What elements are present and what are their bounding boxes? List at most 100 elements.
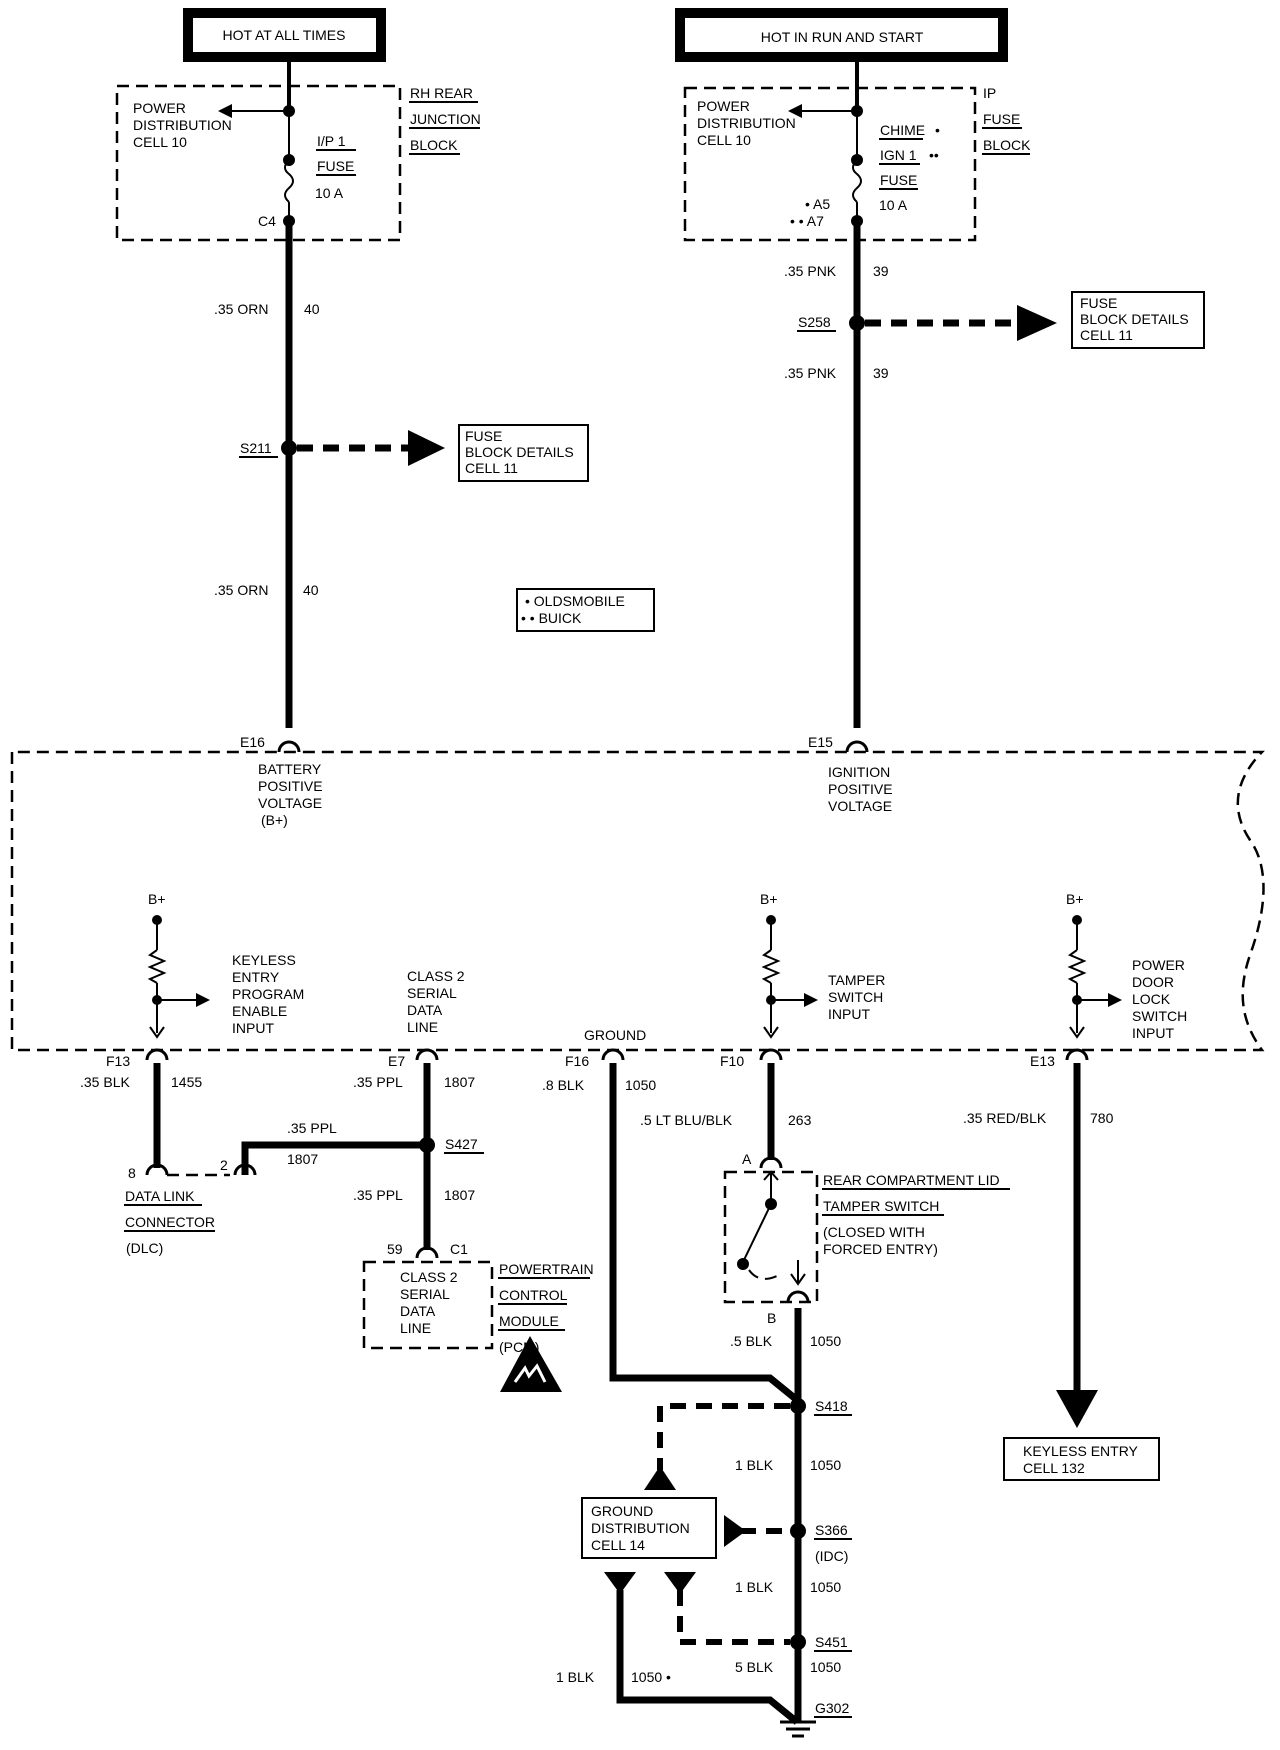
right-term-a7: • • A7 [790,213,824,229]
wire-1050-s451-circuit: 1050 [810,1659,841,1675]
e15-label-3: VOLTAGE [828,798,892,814]
ref-keyless-1: KEYLESS ENTRY [1023,1443,1139,1459]
right-fuse-label: FUSE [880,172,917,188]
ref-fbd1-line1: FUSE [465,428,502,444]
dlc-pin2: 2 [220,1157,228,1173]
ref-keyless-2: CELL 132 [1023,1460,1085,1476]
wire-1050-f16: .8 BLK 1050 [542,1063,800,1403]
left-fuse-amp: 10 A [315,185,344,201]
keyless-label-2: ENTRY [232,969,280,985]
wire-263: .5 LT BLU/BLK 263 A [640,1063,812,1169]
splice-s418: S418 [815,1398,848,1414]
class2-label-1: CLASS 2 [407,968,465,984]
class2-label-4: LINE [407,1019,438,1035]
tamper-label-1: TAMPER [828,972,885,988]
right-power-dist-1: POWER [697,98,750,114]
connector-e16: E16 BATTERY POSITIVE VOLTAGE (B+) [240,734,323,828]
dlc-label-1: DATA LINK [125,1188,195,1204]
pcm-pin-c1: C1 [450,1241,468,1257]
wire-40-top-gauge: .35 ORN [214,301,268,317]
wire-1807-b-gauge: .35 PPL [287,1120,337,1136]
wire-39-bot-gauge: .35 PNK [784,365,837,381]
wire-1807: .35 PPL 1807 .35 PPL 1807 S427 .35 PPL 1… [241,1063,484,1250]
wire-1050-b-circuit: 1050 [810,1333,841,1349]
ref-ground-dist-1: GROUND [591,1503,653,1519]
dlc-pin8: 8 [128,1165,136,1181]
wire-780-circuit: 780 [1090,1110,1114,1126]
connector-e15-label: E15 [808,734,833,750]
e16-label-2: POSITIVE [258,778,323,794]
splice-g302: G302 [815,1700,849,1716]
tamper-pin-b: B [767,1310,776,1326]
ref-fbd2-line1: FUSE [1080,295,1117,311]
keyless-input-circuit: B+ KEYLESS ENTRY PROGRAM ENABLE INPUT [147,891,304,1039]
wire-40-top-circuit: 40 [304,301,320,317]
wire-39-top-gauge: .35 PNK [784,263,837,279]
left-fuse-block: POWER DISTRIBUTION CELL 10 I/P 1 FUSE 10… [115,62,481,242]
class2-label-module: CLASS 2 SERIAL DATA LINE GROUND [407,968,646,1043]
e15-label-1: IGNITION [828,764,890,780]
ground-dist-branches: 1 BLK 1050 • [556,1403,800,1725]
wire-263-circuit: 263 [788,1112,812,1128]
pdl-label-3: LOCK [1132,991,1171,1007]
tamper-pin-a: A [742,1151,752,1167]
wire-1807-c-circuit: 1807 [444,1187,475,1203]
ref-fuse-block-details-1: FUSE BLOCK DETAILS CELL 11 [458,424,589,482]
wire-1050-s366-gauge: 1 BLK [735,1579,774,1595]
wire-1050-s451-gauge: 5 BLK [735,1659,774,1675]
wire-39-bot-circuit: 39 [873,365,889,381]
splice-s211: S211 [240,440,272,456]
pdl-label-1: POWER [1132,957,1185,973]
right-fuse-ign: IGN 1 [880,147,917,163]
wire-263-gauge: .5 LT BLU/BLK [640,1112,733,1128]
wire-1050-f16-circuit: 1050 [625,1077,656,1093]
legend-box: • OLDSMOBILE • • BUICK [516,588,655,632]
wire-1455-circuit: 1455 [171,1074,202,1090]
tamper-switch-label-1: REAR COMPARTMENT LID [823,1172,1000,1188]
pcm-inner-1: CLASS 2 [400,1269,458,1285]
pcm-side-1: POWERTRAIN [499,1261,594,1277]
tamper-switch-label-4: FORCED ENTRY) [823,1241,938,1257]
splice-s366: S366 [815,1522,848,1538]
wire-780-gauge: .35 RED/BLK [963,1110,1047,1126]
esd-warning-icon [500,1336,562,1392]
wire-1807-a-circuit: 1807 [444,1074,475,1090]
ref-keyless-entry: KEYLESS ENTRY CELL 132 [1003,1437,1160,1481]
connector-f10: F10 [720,1053,744,1069]
left-side-1: RH REAR [410,85,473,101]
pcm-inner-3: DATA [400,1303,436,1319]
e16-label-1: BATTERY [258,761,322,777]
left-side-3: BLOCK [410,137,458,153]
pdl-label-4: SWITCH [1132,1008,1187,1024]
connector-f16: F16 [565,1053,589,1069]
wire-1455-gauge: .35 BLK [80,1074,130,1090]
left-power-dist-3: CELL 10 [133,134,187,150]
ref-fbd2-line2: BLOCK DETAILS [1080,311,1189,327]
right-term-a5: • A5 [805,196,830,212]
splice-s451: S451 [815,1634,848,1650]
left-power-dist-2: DISTRIBUTION [133,117,232,133]
connector-e15: E15 IGNITION POSITIVE VOLTAGE [808,734,893,814]
dlc-label-3: (DLC) [126,1240,163,1256]
header-hot-always-label: HOT AT ALL TIMES [223,27,346,43]
wire-1455: .35 BLK 1455 8 2 DATA LINK CONNECTOR (DL… [80,1063,257,1256]
left-fuse-terminal: C4 [258,213,276,229]
bottom-connectors: F13 E7 F16 F10 E13 [106,1048,1089,1069]
wire-1807-a-gauge: .35 PPL [353,1074,403,1090]
wire-1050-f16-gauge: .8 BLK [542,1077,585,1093]
wire-1050-left-circuit: 1050 • [631,1669,671,1685]
keyless-label-3: PROGRAM [232,986,304,1002]
wire-1050-left-gauge: 1 BLK [556,1669,595,1685]
e16-label-4: (B+) [261,812,288,828]
tamper-switch: B REAR COMPARTMENT LID TAMPER SWITCH (CL… [723,1170,1010,1326]
pcm-pin59: 59 [387,1241,403,1257]
module-outline [10,750,1265,1052]
wire-1050-s418-gauge: 1 BLK [735,1457,774,1473]
splice-s427: S427 [445,1136,478,1152]
ref-ground-dist-3: CELL 14 [591,1537,645,1553]
ref-fbd1-line3: CELL 11 [465,460,518,476]
header-hot-run-start-label: HOT IN RUN AND START [761,29,924,45]
pcm-side-2: CONTROL [499,1287,568,1303]
tamper-bplus: B+ [760,891,778,907]
